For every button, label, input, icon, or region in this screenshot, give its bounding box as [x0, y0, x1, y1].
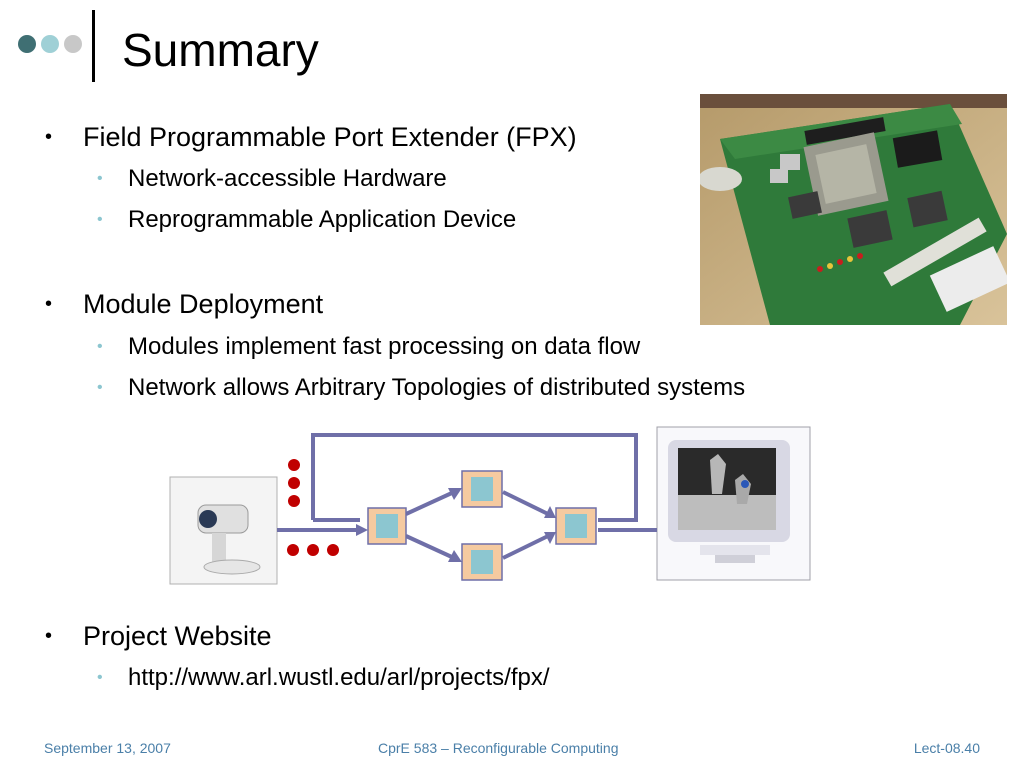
sub-bullet-dot: • [97, 669, 103, 686]
bullet-text: Field Programmable Port Extender (FPX) [83, 122, 577, 152]
footer-lecture: Lect-08.40 [913, 740, 980, 756]
sub-bullet-dot: • [97, 170, 103, 187]
module-node-icon [461, 543, 503, 581]
sub-bullet-dot: • [97, 211, 103, 228]
module-node-icon [367, 507, 407, 545]
bullet-dot: • [45, 293, 53, 315]
sub-bullet-dot: • [97, 338, 103, 355]
ellipsis-dots-horizontal [287, 544, 339, 556]
bullet-text: Module Deployment [83, 289, 324, 319]
deco-dot-dark [18, 35, 36, 53]
monitor-icon [656, 426, 811, 581]
deco-dot-gray [64, 35, 82, 53]
sub-bullet-text: Reprogrammable Application Device [128, 206, 517, 233]
data-flow-arrows [277, 433, 657, 562]
deco-dot-light [41, 35, 59, 53]
footer-date: September 13, 2007 [44, 740, 171, 756]
camera-icon [169, 476, 278, 585]
sub-bullet-text: Network-accessible Hardware [128, 165, 447, 192]
sub-bullet-text: Modules implement fast processing on dat… [128, 333, 641, 360]
title-divider [92, 10, 95, 82]
ellipsis-dots-vertical [288, 459, 300, 507]
sub-bullet-dot: • [97, 379, 103, 396]
slide-title: Summary [122, 24, 319, 76]
footer-course: CprE 583 – Reconfigurable Computing [378, 740, 619, 756]
bullet-dot: • [45, 126, 53, 148]
circuit-board-photo [700, 94, 1007, 325]
sub-bullet-text: Network allows Arbitrary Topologies of d… [128, 374, 746, 401]
network-diagram [169, 426, 811, 585]
bullet-text: Project Website [83, 621, 272, 651]
project-website-link[interactable]: http://www.arl.wustl.edu/arl/projects/fp… [128, 664, 550, 691]
module-node-icon [555, 507, 597, 545]
bullet-dot: • [45, 625, 53, 647]
module-node-icon [461, 470, 503, 508]
header-decoration [18, 35, 82, 53]
